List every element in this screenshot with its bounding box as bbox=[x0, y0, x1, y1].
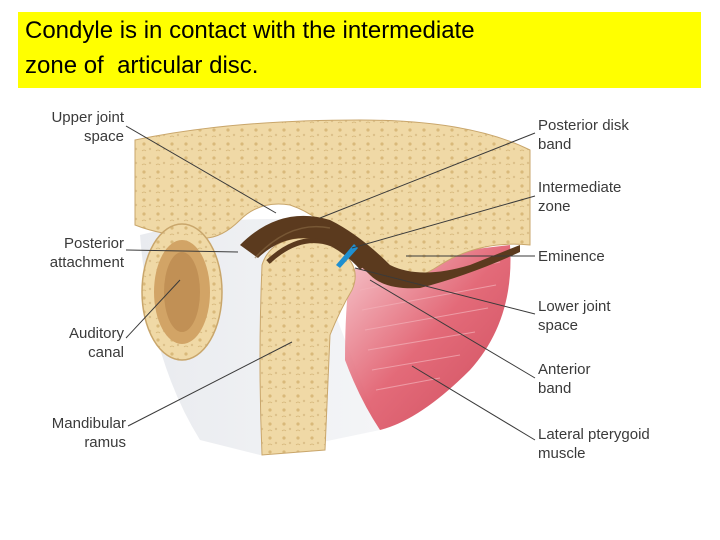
leader-intermediate-zone bbox=[351, 195, 536, 249]
title-line-2: zone of articular disc. bbox=[25, 52, 259, 79]
leader-posterior-disk-band bbox=[319, 132, 536, 219]
articular-disc bbox=[240, 215, 520, 289]
leader-posterior-attachment bbox=[125, 249, 239, 253]
lateral-pterygoid-muscle bbox=[345, 245, 511, 430]
leader-lateral-pterygoid bbox=[411, 365, 536, 441]
label-eminence: Eminence bbox=[538, 248, 605, 265]
leader-mandibular-ramus bbox=[127, 341, 293, 427]
leader-auditory-canal bbox=[125, 279, 181, 339]
title-line-1: Condyle is in contact with the intermedi… bbox=[25, 17, 475, 44]
leader-lower-joint-space bbox=[354, 267, 536, 315]
leader-upper-joint-space bbox=[125, 125, 277, 214]
leader-anterior-band bbox=[369, 279, 536, 379]
title-box: Condyle is in contact with the intermedi… bbox=[18, 12, 701, 88]
contact-marker bbox=[336, 244, 358, 268]
